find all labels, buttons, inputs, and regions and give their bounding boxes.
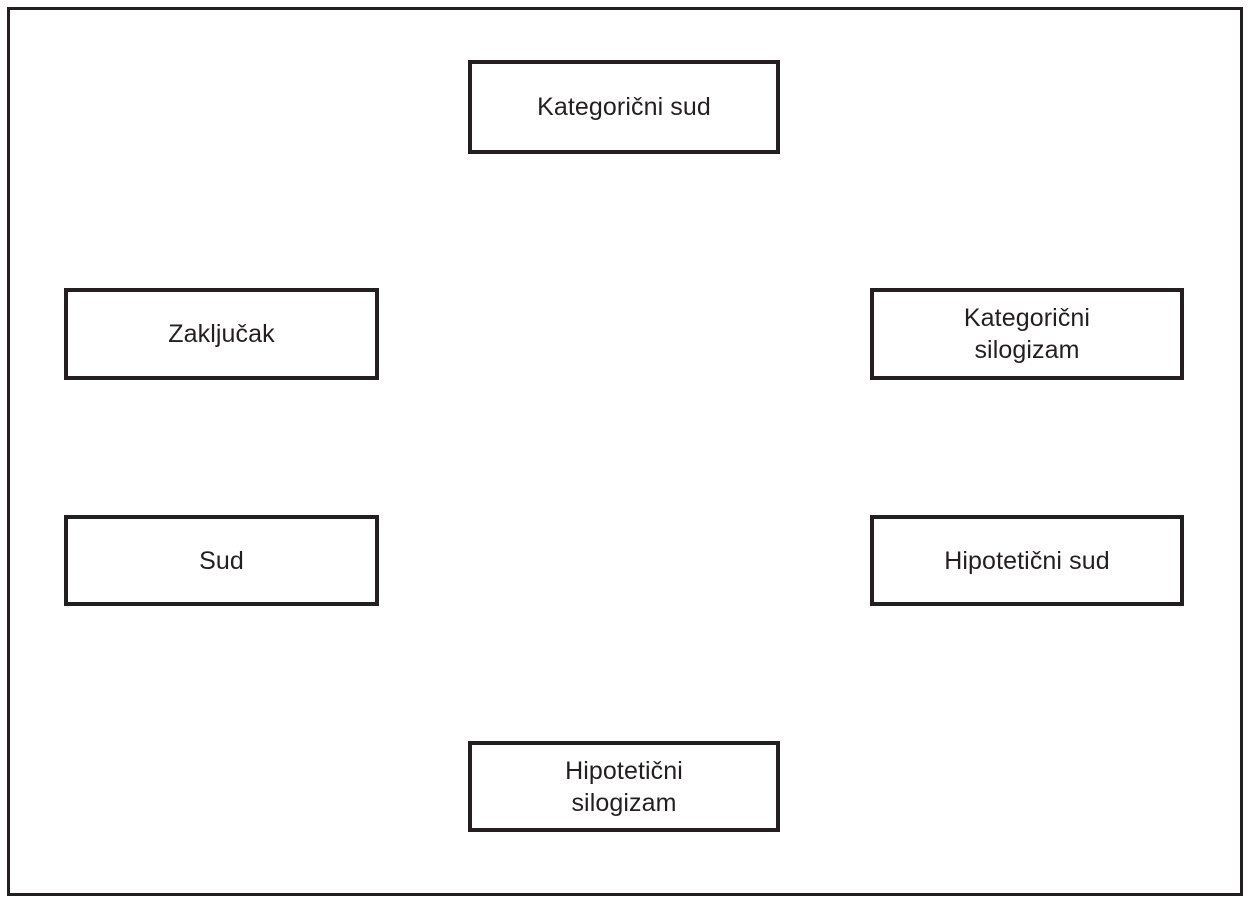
concept-box-hipoteticni-silogizam[interactable]: Hipotetični silogizam xyxy=(468,741,780,832)
outer-frame-border xyxy=(7,7,1243,896)
concept-box-label: Zaključak xyxy=(168,320,275,348)
concept-box-label: Hipotetični silogizam xyxy=(565,756,683,817)
concept-box-label: Hipotetični sud xyxy=(944,546,1110,575)
concept-box-label: Sud xyxy=(199,546,244,575)
concept-box-label: Kategorični sud xyxy=(537,93,711,121)
concept-box-kategoricni-sud[interactable]: Kategorični sud xyxy=(468,60,780,154)
concept-box-label: Kategorični silogizam xyxy=(963,304,1091,364)
concept-box-hipoteticni-sud[interactable]: Hipotetični sud xyxy=(870,515,1184,606)
concept-box-kategoricni-silogizam[interactable]: Kategorični silogizam xyxy=(870,288,1184,380)
concept-box-zakljucak[interactable]: Zaključak xyxy=(64,288,379,380)
concept-box-sud[interactable]: Sud xyxy=(64,515,379,606)
